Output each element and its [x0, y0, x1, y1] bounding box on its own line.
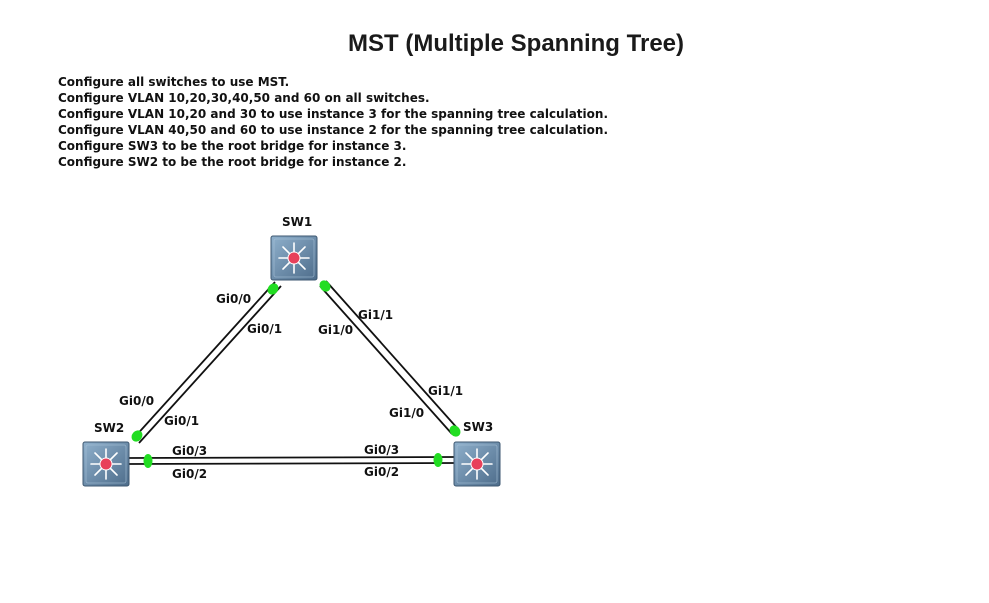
- port-label: Gi0/3: [172, 444, 207, 458]
- page-title: MST (Multiple Spanning Tree): [348, 30, 684, 57]
- task-item: Configure VLAN 10,20 and 30 to use insta…: [58, 107, 609, 121]
- port-label: Gi0/1: [164, 414, 199, 428]
- port-label: Gi0/2: [172, 467, 207, 481]
- task-item: Configure VLAN 40,50 and 60 to use insta…: [58, 123, 609, 137]
- task-list: Configure all switches to use MST. Confi…: [58, 74, 608, 170]
- link-sw1-sw2: [132, 281, 282, 444]
- port-status-dot: [433, 453, 443, 467]
- port-label: Gi0/1: [247, 322, 282, 336]
- task-item: Configure SW3 to be the root bridge for …: [58, 139, 407, 153]
- port-label: Gi1/1: [358, 308, 393, 322]
- link-sw2-sw3: [127, 456, 457, 465]
- switch-sw2[interactable]: [82, 441, 130, 487]
- switch-label-sw1: SW1: [282, 215, 312, 229]
- port-label: Gi0/2: [364, 465, 399, 479]
- multilayer-switch-icon: [82, 441, 130, 487]
- port-status-dot: [449, 425, 461, 437]
- switch-sw3[interactable]: [453, 441, 501, 487]
- multilayer-switch-icon: [453, 441, 501, 487]
- link-sw1-sw3: [319, 280, 459, 435]
- switch-label-sw2: SW2: [94, 421, 124, 435]
- port-status-dots: [131, 280, 461, 468]
- switch-label-sw3: SW3: [463, 420, 493, 434]
- port-label: Gi1/0: [318, 323, 353, 337]
- port-status-dot: [319, 280, 331, 292]
- port-status-dot: [131, 430, 143, 442]
- port-label: Gi0/0: [216, 292, 251, 306]
- port-label: Gi0/0: [119, 394, 154, 408]
- multilayer-switch-icon: [270, 235, 318, 281]
- port-label: Gi1/0: [389, 406, 424, 420]
- port-status-dot: [267, 283, 279, 295]
- port-label: Gi1/1: [428, 384, 463, 398]
- port-status-dot: [143, 454, 153, 468]
- task-item: Configure SW2 to be the root bridge for …: [58, 155, 407, 169]
- task-item: Configure VLAN 10,20,30,40,50 and 60 on …: [58, 91, 430, 105]
- switch-sw1[interactable]: [270, 235, 318, 281]
- task-item: Configure all switches to use MST.: [58, 75, 290, 89]
- port-label: Gi0/3: [364, 443, 399, 457]
